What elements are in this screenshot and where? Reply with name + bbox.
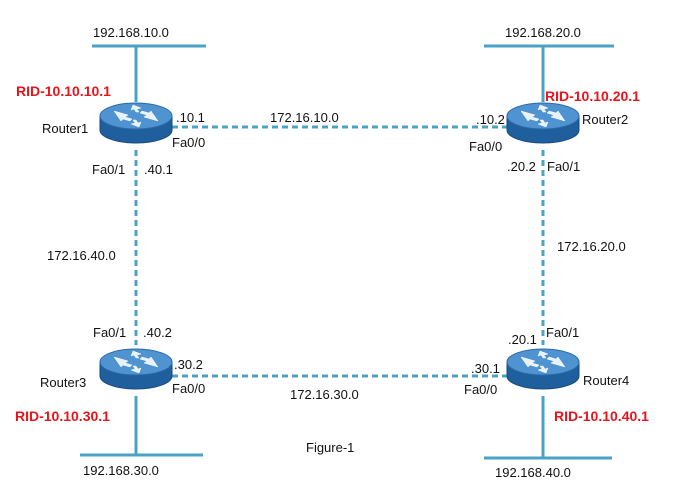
interface-name-label: Fa0/1: [546, 325, 580, 340]
router-icon: [506, 348, 580, 390]
lan-label-router2: 192.168.20.0: [505, 25, 581, 40]
interface-name-label: Fa0/0: [172, 135, 206, 150]
interface-ip-label: .10.1: [176, 110, 205, 125]
interface-name-label: Fa0/1: [92, 162, 126, 177]
interface-name-label: Fa0/1: [93, 325, 127, 340]
interface-name-label: Fa0/1: [547, 159, 581, 174]
router-icon: [99, 348, 173, 390]
lan-segment-router2: [484, 44, 614, 102]
interface-ip-label: .30.2: [174, 357, 203, 372]
interface-ip-label: .40.2: [143, 325, 172, 340]
link-network-label: 172.16.10.0: [270, 110, 339, 125]
router-name-router1: Router1: [42, 121, 89, 136]
router-id-router4: RID-10.10.40.1: [554, 408, 649, 424]
router-icon: [506, 102, 580, 144]
lan-segment-router1: [92, 44, 206, 102]
interface-ip-label: .20.1: [508, 332, 537, 347]
interface-ip-label: .20.2: [507, 159, 536, 174]
router-name-router3: Router3: [40, 375, 87, 390]
lan-label-router3: 192.168.30.0: [83, 463, 159, 478]
link-network-label: 172.16.40.0: [47, 248, 116, 263]
lan-label-router1: 192.168.10.0: [93, 25, 169, 40]
figure-caption: Figure-1: [306, 440, 355, 455]
interface-name-label: Fa0/0: [469, 139, 503, 154]
lan-segment-router4: [484, 396, 612, 460]
interface-name-label: Fa0/0: [464, 382, 498, 397]
interface-ip-label: .30.1: [471, 361, 500, 376]
router-id-router3: RID-10.10.30.1: [15, 408, 110, 424]
interface-name-label: Fa0/0: [172, 381, 206, 396]
router-name-router4: Router4: [583, 373, 630, 388]
lan-segment-router3: [80, 396, 203, 457]
link-network-label: 172.16.30.0: [290, 387, 359, 402]
router-id-router1: RID-10.10.10.1: [16, 83, 111, 99]
interface-ip-label: .40.1: [144, 162, 173, 177]
link-network-label: 172.16.20.0: [557, 239, 626, 254]
interface-ip-label: .10.2: [476, 112, 505, 127]
router-name-router2: Router2: [582, 112, 629, 127]
lan-label-router4: 192.168.40.0: [495, 465, 571, 480]
router-id-router2: RID-10.10.20.1: [545, 88, 640, 104]
router-icon: [99, 102, 173, 144]
